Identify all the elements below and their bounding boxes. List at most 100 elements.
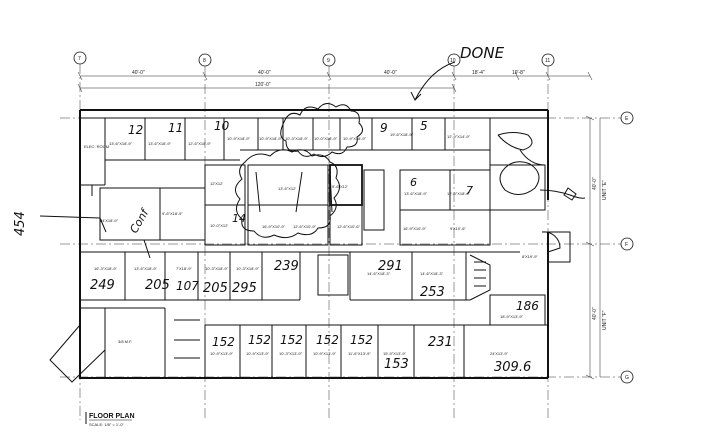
dim-top-2: 40'-0" [258, 70, 271, 76]
grid-bubble-8: 8 [203, 58, 206, 64]
note-9: 9 [380, 121, 388, 135]
room-r39: 8'X19'-9" [522, 254, 538, 259]
room-r22: 13'-6"X18'-9" [134, 266, 158, 271]
room-r20: 12'-6"X10'-6" [337, 224, 361, 229]
handwritten-labels: DONE 454 12 11 10 9 5 6 7 14 Conf 249 20… [13, 44, 539, 375]
room-r9: 19'-6"X18'-9" [390, 132, 414, 137]
scribble-right [499, 161, 540, 195]
room-r28: 16'-9"X10'-9" [403, 226, 427, 231]
note-152c: 152 [280, 333, 303, 347]
note-10: 10 [214, 119, 230, 133]
note-done: DONE [460, 44, 505, 62]
dimension-lines [77, 71, 601, 380]
room-r32: 10'-9"X13'-9" [210, 351, 234, 356]
room-r10: 12'-9"X14'-9" [447, 134, 471, 139]
note-205a: 205 [145, 278, 170, 293]
note-295: 295 [232, 281, 257, 296]
grid-bubble-F: F [625, 242, 628, 248]
dim-right-1: 40'-0" [592, 177, 598, 190]
room-r29: 9'X10'-6" [450, 226, 466, 231]
note-152b: 152 [248, 333, 271, 347]
room-r33: 10'-9"X13'-9" [246, 351, 270, 356]
room-r12: 12'-6"X18'-6" [447, 191, 471, 196]
note-14: 14 [232, 212, 246, 225]
room-r26: 14'-6"X18'-3" [367, 271, 391, 276]
revision-cloud-center [235, 149, 340, 239]
note-153: 153 [384, 357, 409, 372]
revision-cloud-top [280, 103, 363, 158]
grid-bubble-7: 7 [78, 56, 81, 62]
room-r24: 10'-3"X18'-9" [205, 266, 229, 271]
room-r31: 18'-9"X13'-9" [500, 314, 524, 319]
room-r5: 10'-9"X18'-9" [259, 136, 283, 141]
grid-bubble-9: 9 [327, 58, 330, 64]
grid-row-bubbles [620, 111, 634, 384]
room-r38: 3/8 M.F. [118, 339, 132, 344]
unit-label-e: UNIT "E" [602, 180, 608, 200]
room-r40: 9'-6"X18'-9" [162, 211, 183, 216]
arrow-454 [39, 215, 107, 233]
room-r21: 16'-3"X18'-9" [94, 266, 118, 271]
room-r7: 10'-0"X18'-9" [314, 136, 338, 141]
note-6: 6 [410, 176, 417, 189]
unit-label-f: UNIT "F" [602, 310, 608, 330]
room-r6: 10'-3"X18'-9" [285, 136, 309, 141]
note-205b: 205 [203, 281, 228, 296]
arrow-to-done [414, 61, 456, 101]
note-152e: 152 [350, 333, 373, 347]
room-r23: 7'X18'-9" [176, 266, 192, 271]
room-r25: 10'-3"X18'-9" [236, 266, 260, 271]
room-r15: 13'-6"X12' [278, 186, 296, 191]
room-r19: 12'-6"X10'-9" [293, 224, 317, 229]
note-152d: 152 [316, 333, 339, 347]
room-r14: 12'X12' [210, 181, 223, 186]
dim-right-2: 40'-0" [592, 307, 598, 320]
note-152a: 152 [212, 335, 235, 349]
grid-bubble-G: G [625, 375, 629, 381]
room-elec: ELEC. ROOM [84, 144, 109, 149]
room-r30: 24'X13'-9" [490, 351, 509, 356]
note-249: 249 [90, 278, 115, 293]
note-conf: Conf [127, 205, 152, 235]
grid-bubble-10: 10 [450, 58, 456, 64]
room-r2: 13'-6"X18'-9" [148, 141, 172, 146]
dim-top-3: 40'-0" [384, 70, 397, 76]
note-11: 11 [168, 121, 183, 135]
room-r4: 10'-9"X18'-9" [227, 136, 251, 141]
note-107: 107 [176, 279, 199, 293]
interior-walls [49, 118, 571, 383]
dim-top-4: 18'-4" [472, 70, 485, 76]
dim-top-1: 40'-0" [132, 70, 145, 76]
note-7: 7 [466, 184, 473, 197]
room-r18: 16'-9"X10'-9" [262, 224, 286, 229]
handwritten-markup [39, 61, 586, 259]
dim-overall: 120'-0" [255, 82, 271, 88]
note-231: 231 [428, 335, 453, 350]
room-r35: 10'-9"X13'-9" [313, 351, 337, 356]
room-r13: 24'X18'-9" [100, 218, 119, 223]
plan-scale: SCALE: 1/8" = 1'-0" [89, 422, 124, 427]
note-291: 291 [378, 259, 403, 274]
room-r36: 11'-6"X13'-9" [348, 351, 371, 356]
room-r37: 15'-9"X13'-9" [383, 351, 407, 356]
room-r27: 14'-6"X18'-3" [420, 271, 444, 276]
room-r17: 10'-0"X12' [210, 223, 228, 228]
note-239: 239 [274, 259, 299, 274]
plan-title: FLOOR PLAN [89, 413, 135, 420]
note-186: 186 [516, 299, 539, 313]
room-r1: 13'-6"X18'-9" [109, 141, 133, 146]
note-454: 454 [13, 211, 28, 236]
note-12: 12 [128, 123, 143, 137]
grid-bubble-11: 11 [545, 58, 550, 64]
note-309: 309.6 [494, 360, 531, 375]
room-r11: 13'-6"X18'-9" [404, 191, 428, 196]
room-r34: 10'-3"X13'-9" [279, 351, 303, 356]
title-block: FLOOR PLAN SCALE: 1/8" = 1'-0" [85, 412, 135, 427]
room-r3: 12'-6"X18'-9" [188, 141, 212, 146]
exterior-walls [79, 109, 549, 379]
note-253: 253 [420, 285, 445, 300]
grid-bubble-E: E [625, 116, 629, 122]
room-labels: ELEC. ROOM 13'-6"X18'-9" 13'-6"X18'-9" 1… [84, 132, 538, 356]
room-r8: 10'-9"X18'-9" [343, 136, 367, 141]
